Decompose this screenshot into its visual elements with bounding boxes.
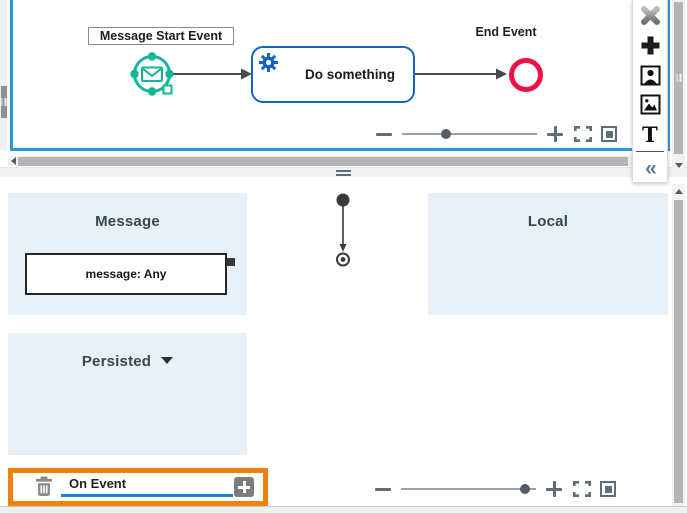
fit-screen-button[interactable] bbox=[574, 126, 592, 142]
panel-splitter[interactable] bbox=[0, 167, 687, 177]
side-toolbar: T « bbox=[632, 0, 668, 183]
image-button[interactable] bbox=[635, 91, 665, 119]
message-variable-item[interactable]: message: Any bbox=[25, 253, 227, 295]
arrow-down-icon bbox=[674, 162, 683, 168]
collapse-toolbar-button[interactable]: « bbox=[635, 154, 665, 182]
scroll-left-button[interactable] bbox=[8, 156, 18, 166]
canvas-v-scrollbar-thumb[interactable] bbox=[674, 2, 683, 154]
close-icon bbox=[640, 6, 660, 26]
toolbar-divider bbox=[636, 151, 664, 153]
panel-fit-screen-button[interactable] bbox=[573, 481, 591, 497]
zoom-slider-handle[interactable] bbox=[441, 129, 451, 139]
connector-start-dot[interactable] bbox=[336, 193, 350, 207]
panel-zoom-slider-handle[interactable] bbox=[520, 484, 530, 494]
canvas-left-scrollbar[interactable] bbox=[0, 0, 7, 150]
resize-handle[interactable] bbox=[162, 84, 173, 95]
end-event-label: End Event bbox=[475, 25, 537, 39]
gear-icon bbox=[259, 53, 278, 72]
local-pool-title: Local bbox=[527, 213, 569, 230]
connector-arrowhead bbox=[339, 244, 347, 252]
panel-v-scrollbar[interactable] bbox=[672, 198, 685, 506]
participant-button[interactable] bbox=[635, 61, 665, 89]
canvas-zoom-controls bbox=[376, 125, 617, 143]
participant-icon bbox=[640, 65, 660, 86]
message-variable-label: message: Any bbox=[85, 267, 167, 281]
message-start-event-node[interactable] bbox=[127, 49, 179, 101]
text-annotation-button[interactable]: T bbox=[635, 121, 665, 149]
variable-resize-handle[interactable] bbox=[227, 258, 235, 266]
selection-handles[interactable] bbox=[130, 52, 174, 96]
delete-event-button[interactable] bbox=[35, 476, 55, 498]
add-event-button[interactable] bbox=[234, 477, 254, 497]
splitter-handle-icon[interactable] bbox=[336, 170, 351, 178]
canvas-h-scrollbar[interactable] bbox=[8, 156, 668, 166]
zoom-out-button[interactable] bbox=[376, 132, 392, 136]
close-button[interactable] bbox=[635, 2, 665, 30]
chevron-down-icon[interactable] bbox=[161, 357, 174, 364]
task-node[interactable]: Do something bbox=[251, 46, 415, 103]
bottom-strip bbox=[0, 506, 687, 513]
image-icon bbox=[640, 94, 660, 115]
start-event-label-box[interactable]: Message Start Event bbox=[88, 27, 234, 45]
panel-center-view-button[interactable] bbox=[600, 481, 616, 497]
zoom-slider[interactable] bbox=[402, 129, 537, 139]
sequence-flow-start-to-task[interactable] bbox=[173, 68, 252, 80]
arrow-left-icon bbox=[10, 157, 16, 165]
arrow-up-icon bbox=[674, 188, 683, 194]
canvas-v-scrollbar[interactable] bbox=[672, 0, 685, 158]
add-icon bbox=[641, 36, 659, 55]
persisted-pool-title: Persisted bbox=[81, 353, 152, 370]
flow-connector[interactable] bbox=[330, 190, 356, 272]
trash-icon bbox=[36, 476, 52, 496]
on-event-row[interactable] bbox=[8, 468, 268, 506]
canvas-scroll-down-button[interactable] bbox=[672, 158, 685, 172]
canvas-h-scrollbar-thumb[interactable] bbox=[18, 156, 628, 166]
start-event-label: Message Start Event bbox=[99, 29, 223, 43]
add-element-button[interactable] bbox=[635, 32, 665, 60]
center-view-button[interactable] bbox=[601, 126, 617, 142]
canvas-left-scrollbar-thumb[interactable] bbox=[0, 86, 7, 118]
envelope-icon bbox=[141, 66, 163, 82]
end-event-node[interactable] bbox=[509, 58, 543, 92]
panel-zoom-controls bbox=[375, 480, 616, 498]
panel-scroll-up-button[interactable] bbox=[672, 184, 685, 198]
task-label: Do something bbox=[305, 67, 395, 82]
bpmn-canvas[interactable]: Message Start Event bbox=[10, 0, 670, 151]
zoom-in-button[interactable] bbox=[547, 126, 563, 142]
sequence-flow-task-to-end[interactable] bbox=[415, 68, 507, 80]
text-tool-icon: T bbox=[642, 122, 658, 148]
event-name-input[interactable] bbox=[61, 475, 233, 497]
panel-zoom-out-button[interactable] bbox=[375, 487, 391, 491]
message-pool-title: Message bbox=[95, 213, 160, 230]
collapse-icon: « bbox=[645, 156, 657, 180]
panel-zoom-in-button[interactable] bbox=[546, 481, 562, 497]
local-pool[interactable]: Local bbox=[428, 193, 668, 315]
panel-v-scrollbar-thumb[interactable] bbox=[674, 200, 683, 503]
persisted-pool[interactable]: Persisted bbox=[8, 333, 247, 455]
panel-zoom-slider[interactable] bbox=[401, 484, 536, 494]
